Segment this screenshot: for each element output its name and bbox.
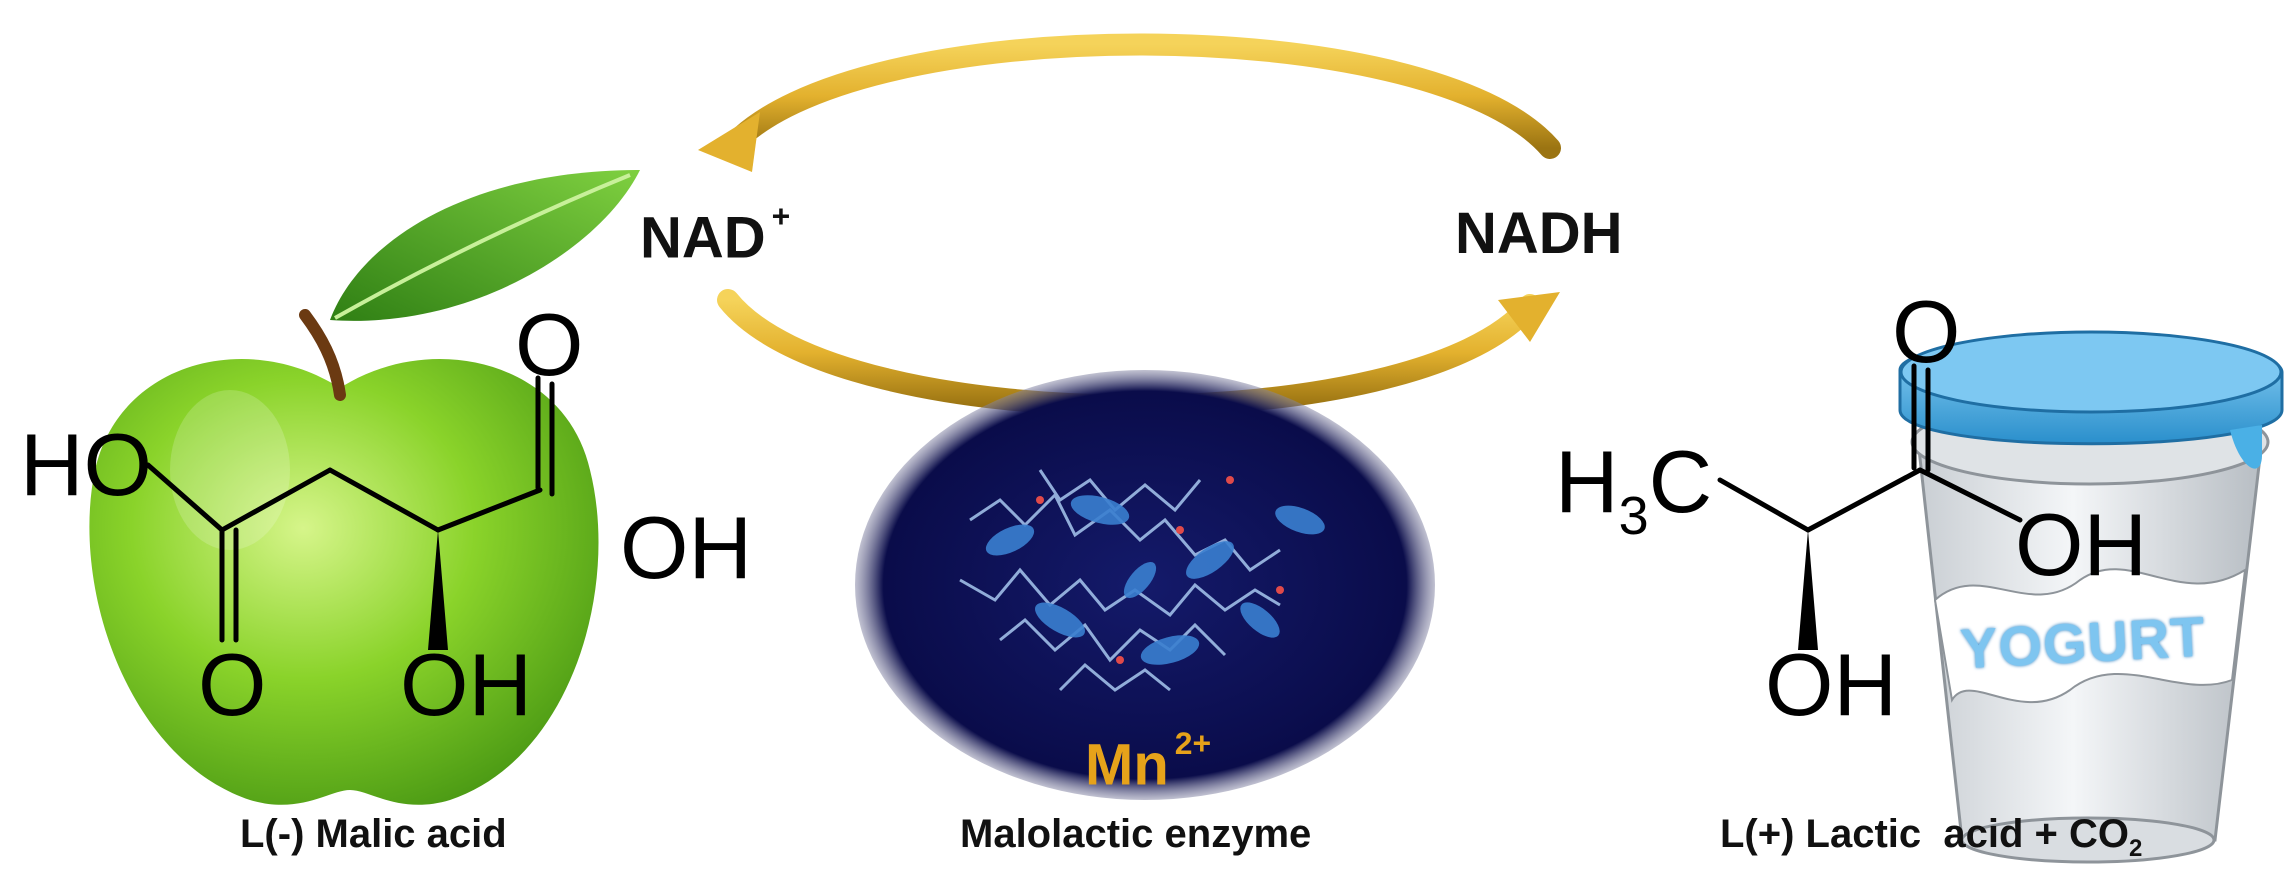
malic-atom-ho: HO — [20, 415, 152, 514]
malic-atom-o-top: O — [515, 295, 583, 394]
apple-leaf-icon — [330, 170, 640, 321]
lactic-atom-methyl-h: H — [1555, 432, 1619, 531]
lactic-acid-structure — [1717, 363, 2023, 650]
lactic-atom-methyl: H3C — [1555, 432, 1712, 546]
yogurt-cup-text: YOGURT — [1958, 604, 2208, 681]
lactic-atom-oh-bottom: OH — [1765, 635, 1897, 734]
protein-helices — [985, 495, 1325, 665]
nad-plus-label: NAD+ — [640, 198, 791, 271]
cycle-arrows — [698, 33, 1561, 417]
atom-labels: HO O OH O OH H3C O OH OH — [20, 282, 2147, 734]
cup-bottom — [1960, 816, 2216, 864]
bottom-arc-arrowhead — [1498, 292, 1560, 342]
lactic-atom-methyl-sub: 3 — [1619, 486, 1649, 546]
enzyme-illustration — [855, 370, 1435, 800]
nadh-label: NADH — [1455, 201, 1623, 266]
lactic-atom-methyl-c: C — [1649, 432, 1713, 531]
lactic-atom-oh-right: OH — [2015, 495, 2147, 594]
yogurt-cup-illustration — [1898, 330, 2284, 864]
malic-atom-o-bottom: O — [198, 635, 266, 734]
top-arc-arrowhead — [698, 112, 760, 172]
apple-stem — [299, 309, 346, 401]
lactic-acid-caption: L(+) Lactic acid + CO2 — [1720, 812, 2143, 862]
apple-illustration — [89, 170, 640, 805]
malic-acid-structure — [145, 375, 555, 650]
lid-drip — [2230, 425, 2262, 469]
malic-acid-caption: L(-) Malic acid — [240, 812, 507, 856]
lactic-atom-o-top: O — [1892, 282, 1960, 381]
malolactic-enzyme-caption: Malolactic enzyme — [960, 812, 1312, 856]
malic-atom-oh-bottom: OH — [400, 635, 532, 734]
apple-body — [89, 359, 599, 805]
malic-atom-oh-right: OH — [620, 498, 752, 597]
top-arc-arrow — [719, 33, 1561, 159]
cup-splash-band — [1933, 568, 2247, 704]
